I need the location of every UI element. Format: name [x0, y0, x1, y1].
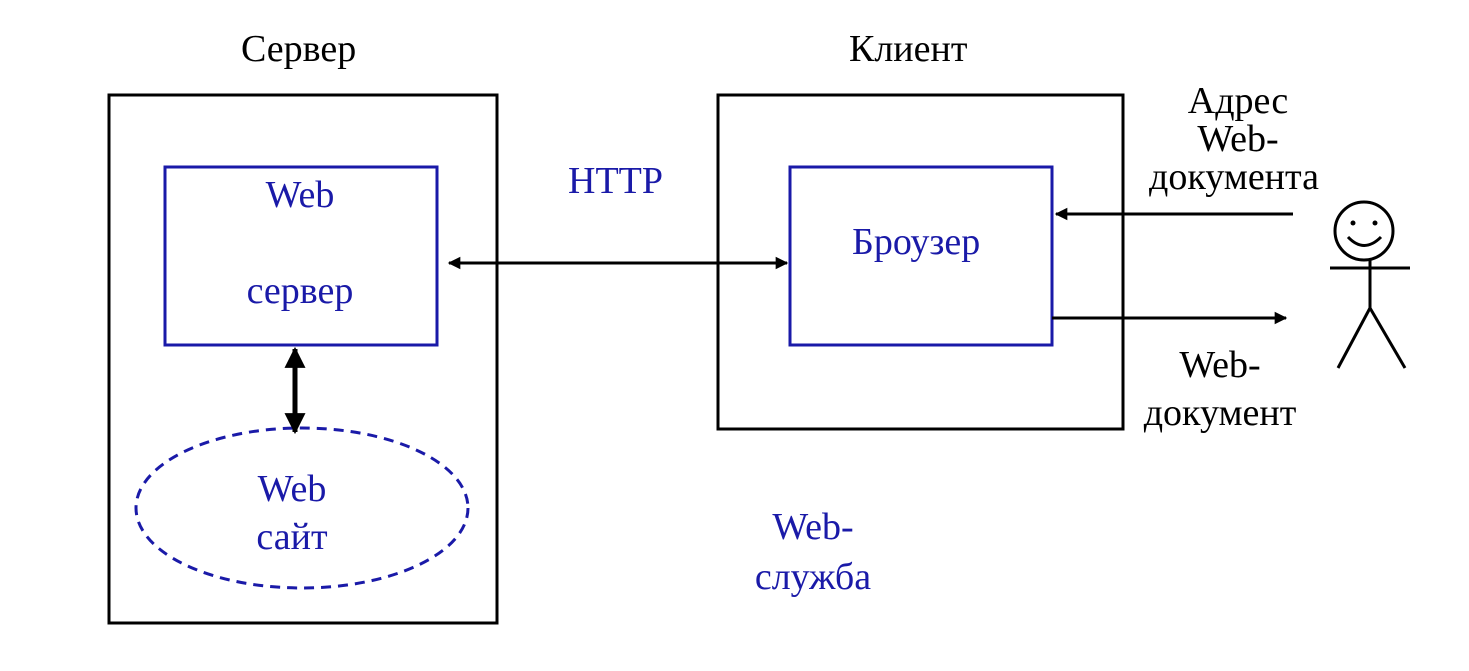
web-server-label-line2: сервер	[246, 270, 354, 312]
web-server-box	[163, 165, 439, 347]
http-label: HTTP	[568, 160, 663, 202]
browser-label: Броузер	[852, 221, 981, 263]
server-box	[107, 93, 499, 625]
address-label-line3: документа	[1149, 156, 1319, 198]
browser-box	[788, 165, 1054, 347]
website-label-line1: Web	[257, 468, 327, 510]
website-label-line2: сайт	[256, 516, 328, 558]
service-label-line2: служба	[754, 556, 872, 598]
web-server-label-line1: Web	[265, 174, 335, 216]
document-label-line1: Web-	[1179, 344, 1261, 386]
address-label-line1: Адрес	[1187, 80, 1289, 122]
address-label-line2: Web-	[1197, 118, 1279, 160]
document-label-line2: документ	[1143, 392, 1297, 434]
client-title: Клиент	[849, 28, 968, 70]
stick-figure-icon	[1330, 200, 1410, 369]
server-title: Сервер	[241, 28, 357, 70]
service-label-line1: Web-	[772, 506, 854, 548]
